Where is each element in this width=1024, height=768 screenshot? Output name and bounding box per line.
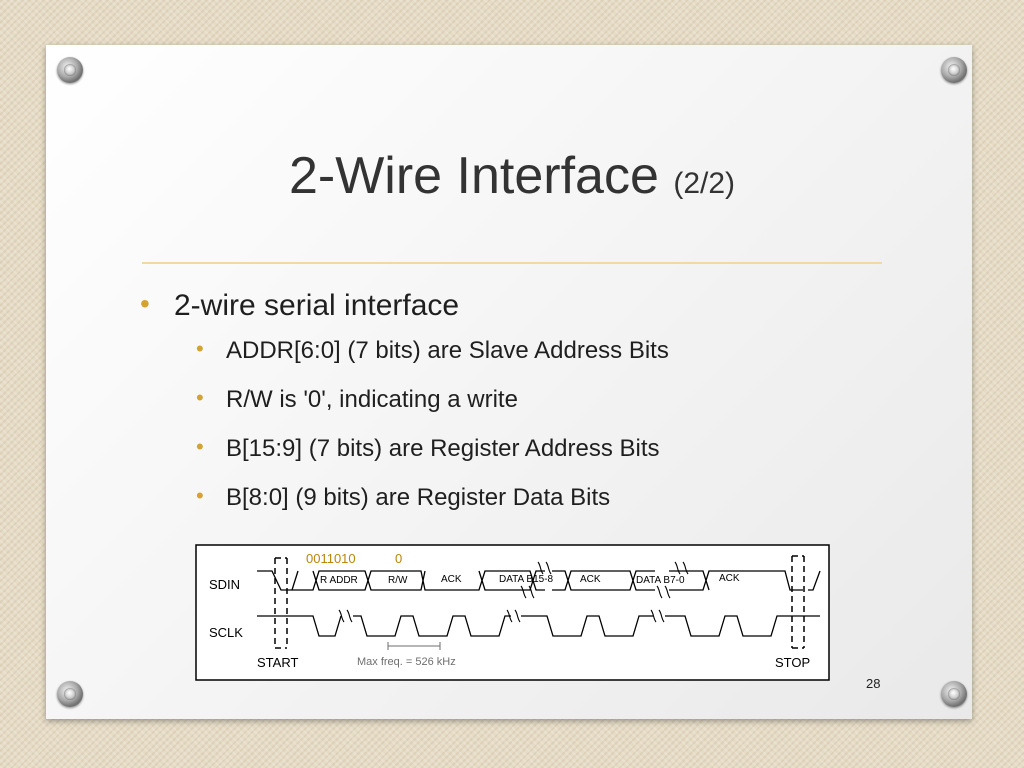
sclk-waveform	[257, 615, 820, 637]
bullet-dot-icon: •	[196, 483, 204, 508]
sub-bullet-text: R/W is '0', indicating a write	[226, 386, 518, 413]
rivet-bottom-right-icon	[941, 681, 967, 707]
title-divider	[142, 262, 882, 264]
bullet-dot-icon: •	[196, 434, 204, 459]
bullet-item: • 2-wire serial interface	[140, 284, 669, 328]
sub-bullet-text: B[8:0] (9 bits) are Register Data Bits	[226, 484, 611, 511]
sub-bullet-text: B[15:9] (7 bits) are Register Address Bi…	[226, 435, 660, 462]
sub-bullet-item: • ADDR[6:0] (7 bits) are Slave Address Bi…	[140, 334, 669, 368]
sdin-waveform	[257, 570, 821, 591]
start-marker	[274, 557, 288, 649]
stop-marker	[791, 555, 805, 649]
start-label: START	[257, 655, 298, 670]
addr-value: 0011010	[306, 551, 356, 566]
sub-bullet-item: • R/W is '0', indicating a write	[140, 383, 669, 417]
field-ack-2: ACK	[580, 574, 601, 585]
sclk-breaks	[338, 609, 665, 623]
field-ack-1: ACK	[441, 574, 462, 585]
rivet-top-right-icon	[941, 57, 967, 83]
bullet-dot-icon: •	[140, 288, 150, 319]
page-number: 28	[866, 676, 881, 691]
bullet-dot-icon: •	[196, 336, 204, 361]
sub-bullet-item: • B[8:0] (9 bits) are Register Data Bits	[140, 481, 669, 515]
freq-note: Max freq. = 526 kHz	[357, 656, 456, 668]
field-r-addr: R ADDR	[320, 575, 358, 586]
bullet-list: • 2-wire serial interface • ADDR[6:0] (7 b…	[140, 284, 669, 530]
field-ack-3: ACK	[719, 573, 740, 584]
field-rw: R/W	[388, 575, 408, 586]
freq-bracket	[387, 642, 441, 650]
field-data-high: DATA B15-8	[499, 574, 554, 585]
rivet-bottom-left-icon	[57, 681, 83, 707]
sub-bullet-item: • B[15:9] (7 bits) are Register Address B…	[140, 432, 669, 466]
sdin-label: SDIN	[209, 577, 240, 592]
bullet-dot-icon: •	[196, 385, 204, 410]
bullet-text: 2-wire serial interface	[174, 289, 460, 322]
slide-title: 2-Wire Interface (2/2)	[0, 140, 1024, 220]
slide-title-suffix: (2/2)	[673, 167, 736, 200]
rw-value: 0	[395, 551, 402, 566]
field-data-low: DATA B7-0	[636, 575, 685, 586]
sdin-breaks	[520, 561, 689, 599]
timing-diagram: SDIN SCLK START STOP 0011010 0 R ADDR R/…	[195, 544, 830, 681]
sclk-label: SCLK	[209, 625, 243, 640]
sub-bullet-text: ADDR[6:0] (7 bits) are Slave Address Bit…	[226, 337, 669, 364]
slide-title-main: 2-Wire Interface	[288, 147, 659, 205]
stop-label: STOP	[775, 655, 810, 670]
rivet-top-left-icon	[57, 57, 83, 83]
diagram-frame	[195, 544, 830, 681]
